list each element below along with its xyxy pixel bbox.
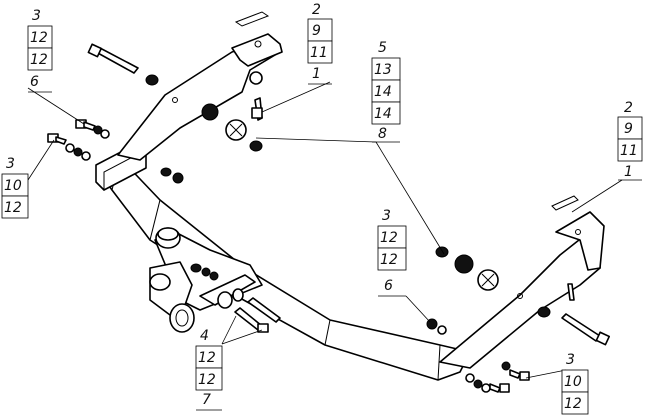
bolt-bottom-right <box>537 306 611 346</box>
callout-top-middle-item-1: 2 <box>312 2 321 18</box>
callout-bottom-right-item-1: 3 <box>566 352 575 368</box>
callout-center-item-2: 13 <box>374 62 392 78</box>
bolt-bottom-left <box>234 297 281 333</box>
callout-top-middle: 2 9 11 1 <box>307 2 333 85</box>
callout-middle-item-1: 3 <box>382 208 391 224</box>
callout-left: 3 10 12 <box>1 156 29 219</box>
right-side-bracket <box>439 195 605 369</box>
callout-top-middle-item-2: 9 <box>312 23 321 39</box>
callout-left-item-3: 12 <box>4 200 22 216</box>
callout-bottom-left: 4 12 12 7 <box>195 328 223 411</box>
callout-top-left: 3 12 12 6 <box>27 8 53 93</box>
callout-top-left-item-1: 3 <box>32 8 41 24</box>
callout-top-middle-item-3: 11 <box>310 45 328 61</box>
callout-bottom-left-item-2: 12 <box>198 350 216 366</box>
callout-left-item-1: 3 <box>6 156 15 172</box>
callout-bottom-right: 3 10 12 <box>561 352 589 415</box>
callout-right-item-1: 2 <box>624 100 633 116</box>
fastener-set-center <box>160 71 263 184</box>
callout-middle: 3 12 12 6 <box>377 208 407 297</box>
callout-center-item-4: 14 <box>374 106 392 122</box>
fastener-set-left <box>47 119 110 161</box>
callout-top-left-item-2: 12 <box>30 30 48 46</box>
callout-bottom-left-item-3: 12 <box>198 372 216 388</box>
callout-center-item-3: 14 <box>374 84 392 100</box>
callout-middle-item-2: 12 <box>380 230 398 246</box>
callout-middle-item-4: 6 <box>384 278 393 294</box>
callout-left-item-2: 10 <box>4 178 22 194</box>
callout-middle-item-3: 12 <box>380 252 398 268</box>
callout-right: 2 9 11 1 <box>617 100 643 181</box>
callout-right-item-2: 9 <box>624 121 633 137</box>
callout-right-item-4: 1 <box>624 164 633 180</box>
fastener-set-middle <box>426 246 575 335</box>
callout-bottom-left-item-4: 7 <box>202 392 211 408</box>
callout-top-left-item-3: 12 <box>30 52 48 68</box>
left-side-bracket <box>117 11 283 161</box>
callout-top-left-item-4: 6 <box>30 74 39 90</box>
callout-bottom-right-item-3: 12 <box>564 396 582 412</box>
bolt-top-left <box>87 43 159 86</box>
fastener-set-bottom <box>190 263 530 393</box>
callout-center-item-1: 5 <box>378 40 387 56</box>
callout-top-middle-item-4: 1 <box>312 66 321 82</box>
callout-bottom-left-item-1: 4 <box>200 328 209 344</box>
callout-bottom-right-item-2: 10 <box>564 374 582 390</box>
leader-lines <box>27 81 623 379</box>
callout-center: 5 13 14 14 8 <box>371 40 401 143</box>
callout-center-item-5: 8 <box>378 126 387 142</box>
callout-right-item-3: 11 <box>620 143 638 159</box>
